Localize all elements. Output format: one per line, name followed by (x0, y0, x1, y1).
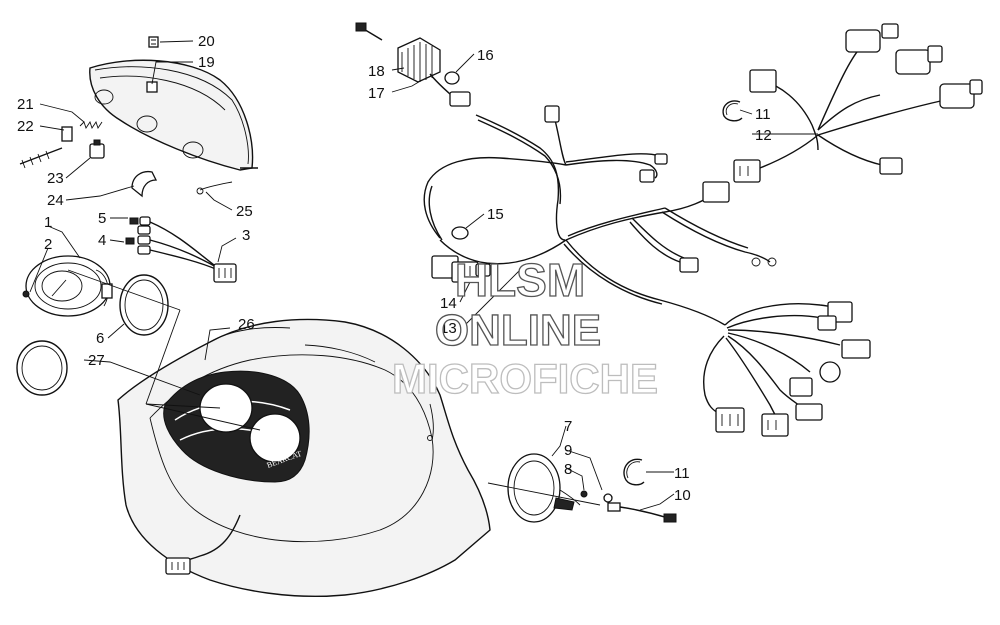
callout-20: 20 (198, 33, 215, 50)
wire-tie (196, 181, 233, 195)
callout-27: 27 (88, 352, 105, 369)
headlight-clip (148, 36, 159, 48)
callout-11-bottom: 11 (674, 465, 690, 482)
fuse-cap-15 (451, 226, 469, 240)
callout-18: 18 (368, 63, 385, 80)
callout-23: 23 (47, 170, 64, 187)
watermark-hlsm: HLSM (455, 254, 585, 306)
grommet-11a (722, 100, 743, 122)
callout-10: 10 (674, 487, 691, 504)
callout-12: 12 (755, 127, 772, 144)
speedometer-cable (607, 502, 677, 523)
hood-decal: BEARCAT (163, 370, 310, 483)
voltage-regulator (397, 37, 441, 83)
headlight-assembly (89, 59, 258, 171)
regulator-bolt (355, 22, 383, 41)
callout-19: 19 (198, 54, 215, 71)
watermark: HLSM ONLINE MICROFICHE (391, 253, 658, 402)
callout-26: 26 (238, 316, 255, 333)
main-wiring-harness (423, 105, 871, 437)
regulator-nut (444, 71, 460, 85)
gauge-harness (149, 221, 237, 283)
hood-harness-pigtail (165, 514, 241, 575)
callout-11-top: 11 (755, 106, 771, 123)
callout-9: 9 (564, 442, 572, 459)
watermark-online: ONLINE (435, 306, 601, 355)
callout-13: 13 (440, 320, 457, 337)
callout-7: 7 (564, 418, 572, 435)
speedometer-housing (507, 453, 581, 523)
callout-17: 17 (368, 85, 385, 102)
adjuster-screw (19, 147, 63, 169)
callout-8: 8 (564, 461, 572, 478)
callout-14: 14 (440, 295, 457, 312)
callout-25: 25 (236, 203, 253, 220)
callout-5: 5 (98, 210, 106, 227)
adjuster-spring (61, 120, 103, 142)
callout-16: 16 (477, 47, 494, 64)
callout-15: 15 (487, 206, 504, 223)
callout-6: 6 (96, 330, 104, 347)
watermark-microfiche: MICROFICHE (392, 355, 658, 402)
gauge-bezel (16, 340, 68, 396)
callout-21: 21 (17, 96, 34, 113)
headlight-bulb (89, 139, 105, 159)
speedometer-shaft-line (487, 482, 601, 506)
callout-4: 4 (98, 232, 106, 249)
grommet-11b (623, 458, 645, 486)
callout-2: 2 (44, 236, 52, 253)
harness-junction-14 (431, 255, 491, 283)
callouts: 20 19 21 22 23 24 25 5 4 3 1 2 6 27 26 1… (17, 33, 772, 504)
nut-9 (603, 493, 613, 503)
bulb-boot (131, 170, 158, 198)
callout-24: 24 (47, 192, 64, 209)
bulb-socket-4 (125, 225, 151, 255)
washer-8 (580, 490, 588, 498)
callout-22: 22 (17, 118, 34, 135)
bulb-socket-5 (129, 216, 151, 226)
leader-lines (29, 40, 818, 511)
regulator-lead (429, 73, 471, 107)
callout-3: 3 (242, 227, 250, 244)
gauge-gasket (119, 274, 169, 336)
callout-1: 1 (44, 214, 52, 231)
connector-harness (733, 23, 983, 183)
speedometer (22, 255, 113, 317)
